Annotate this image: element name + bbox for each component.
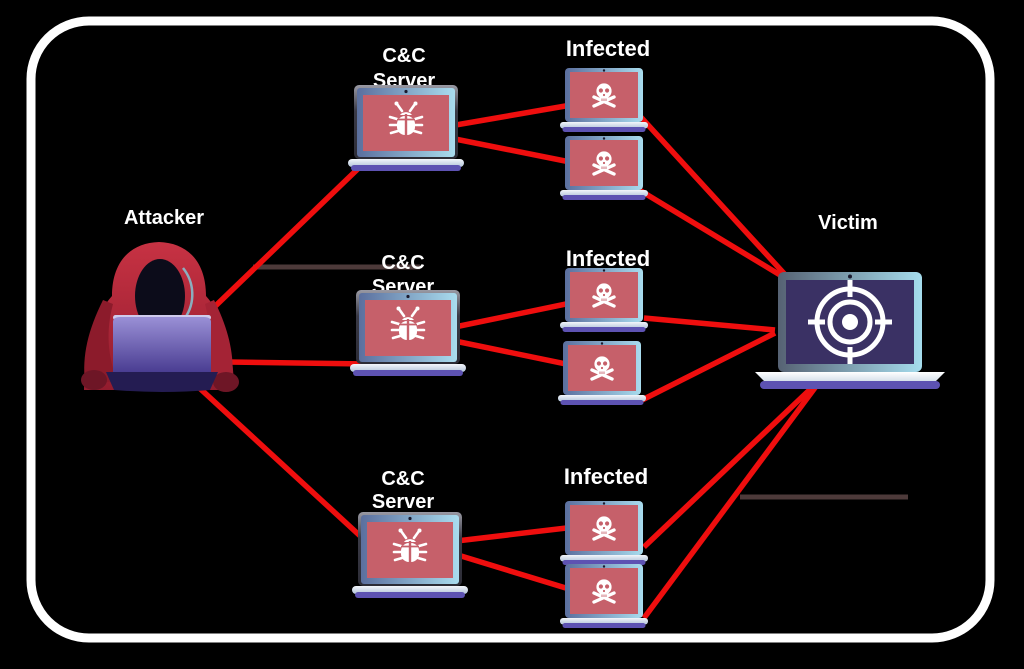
cnc1-laptop-bug-icon: [348, 85, 464, 171]
bot3-laptop-skull-icon: [560, 268, 648, 332]
attack-lines: [192, 97, 823, 620]
cnc3-label-line1: C&C: [381, 468, 424, 490]
victim-laptop: [755, 272, 945, 389]
infected3-label: Infected: [564, 464, 648, 489]
cnc2-laptop-bug-icon: [350, 290, 466, 376]
attack-line-attacker-cnc3: [192, 380, 372, 548]
infected-group-2: Infected: [558, 246, 650, 405]
attack-line-attacker-cnc2: [227, 359, 369, 367]
cnc2-label-line1: C&C: [381, 252, 424, 274]
attack-line-attacker-cnc1: [203, 160, 367, 318]
cnc-server-node-2: C&C Server: [350, 252, 466, 376]
cnc3-laptop-bug-icon: [352, 512, 468, 598]
diagram-frame: [26, 16, 995, 643]
infected2-label: Infected: [566, 246, 650, 271]
infected1-label: Infected: [566, 36, 650, 61]
attack-line-bot3-victim: [643, 315, 776, 333]
bot6-laptop-skull-icon: [560, 564, 648, 628]
attacker-label: Attacker: [124, 207, 204, 229]
hooded-hacker-icon: [81, 242, 239, 392]
attack-line-bot1-victim: [635, 112, 793, 282]
attack-line-bot6-victim: [641, 379, 823, 620]
faint-lines: [253, 264, 908, 500]
cnc-server-node-1: C&C Server: [348, 45, 464, 171]
cnc1-label-line1: C&C: [382, 45, 425, 67]
infected-group-1: Infected: [560, 36, 650, 200]
attacker-node: Attacker: [81, 207, 239, 392]
bot5-laptop-skull-icon: [560, 501, 648, 565]
attack-line-bot4-victim: [640, 330, 777, 403]
victim-node: Victim: [755, 212, 945, 389]
cnc3-label-line2: Server: [372, 491, 434, 513]
bot2-laptop-skull-icon: [560, 136, 648, 200]
attack-line-bot5-victim: [642, 378, 822, 549]
attack-line-bot2-victim: [634, 185, 792, 284]
bot4-laptop-skull-icon: [558, 341, 646, 405]
infected-group-3: Infected: [560, 464, 648, 628]
bot1-laptop-skull-icon: [560, 68, 648, 132]
cnc-server-node-3: C&C Server: [352, 468, 468, 598]
victim-label: Victim: [818, 212, 878, 234]
